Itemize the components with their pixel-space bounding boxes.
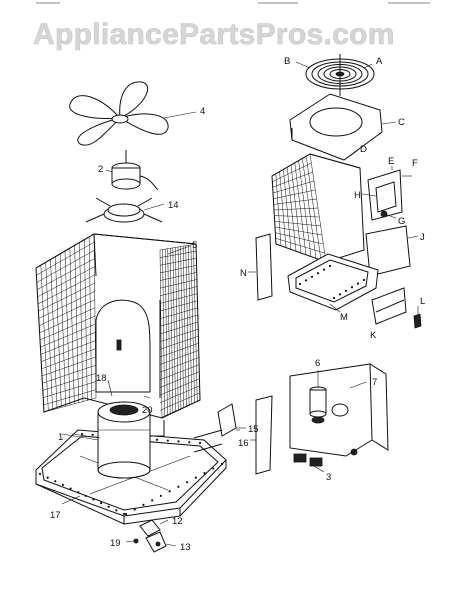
label-13: 13 [180, 542, 191, 553]
label-18: 18 [96, 373, 107, 384]
label-20: 20 [142, 405, 153, 416]
label-19: 19 [110, 538, 121, 549]
part-labels: 4 2 14 5 18 20 1 15 17 12 19 13 B A C D … [50, 56, 425, 553]
label-E: E [388, 156, 394, 167]
fan-motor [105, 150, 159, 191]
label-M: M [340, 312, 348, 323]
label-12: 12 [172, 516, 183, 527]
label-7: 7 [372, 377, 377, 388]
label-J: J [420, 232, 425, 243]
label-F: F [412, 158, 418, 169]
compressor [61, 401, 165, 479]
base-tray [287, 253, 379, 313]
label-N: N [240, 268, 247, 279]
service-valves [193, 403, 246, 453]
label-6: 6 [315, 358, 320, 369]
label-A: A [376, 56, 383, 67]
label-3: 3 [326, 472, 331, 483]
label-5: 5 [192, 240, 197, 251]
coil-panel [271, 149, 365, 263]
control-parts [125, 519, 177, 553]
label-2: 2 [98, 164, 103, 175]
fan-guard [295, 54, 375, 96]
refrigerant-line [250, 395, 273, 475]
label-G: G [398, 216, 405, 227]
label-D: D [360, 144, 367, 155]
bracket [371, 287, 422, 329]
label-C: C [398, 117, 405, 128]
label-15: 15 [248, 424, 259, 435]
label-17: 17 [50, 510, 61, 521]
label-1: 1 [58, 432, 63, 443]
label-16: 16 [238, 438, 249, 449]
condenser-coil [35, 233, 201, 419]
partition-panel [248, 233, 273, 301]
label-H: H [354, 190, 361, 201]
label-L: L [420, 296, 425, 307]
label-14: 14 [168, 200, 179, 211]
label-K: K [370, 330, 377, 341]
access-panel [365, 225, 419, 277]
label-4: 4 [200, 106, 205, 117]
top-cover [289, 93, 397, 161]
fan-blade [69, 81, 197, 146]
compressor-section [289, 363, 389, 473]
motor-mount [85, 197, 165, 223]
label-B: B [284, 56, 290, 67]
control-box [361, 166, 412, 221]
watermark-text: AppliancePartsPros.com [33, 18, 395, 51]
leader-lines-left [61, 379, 240, 505]
